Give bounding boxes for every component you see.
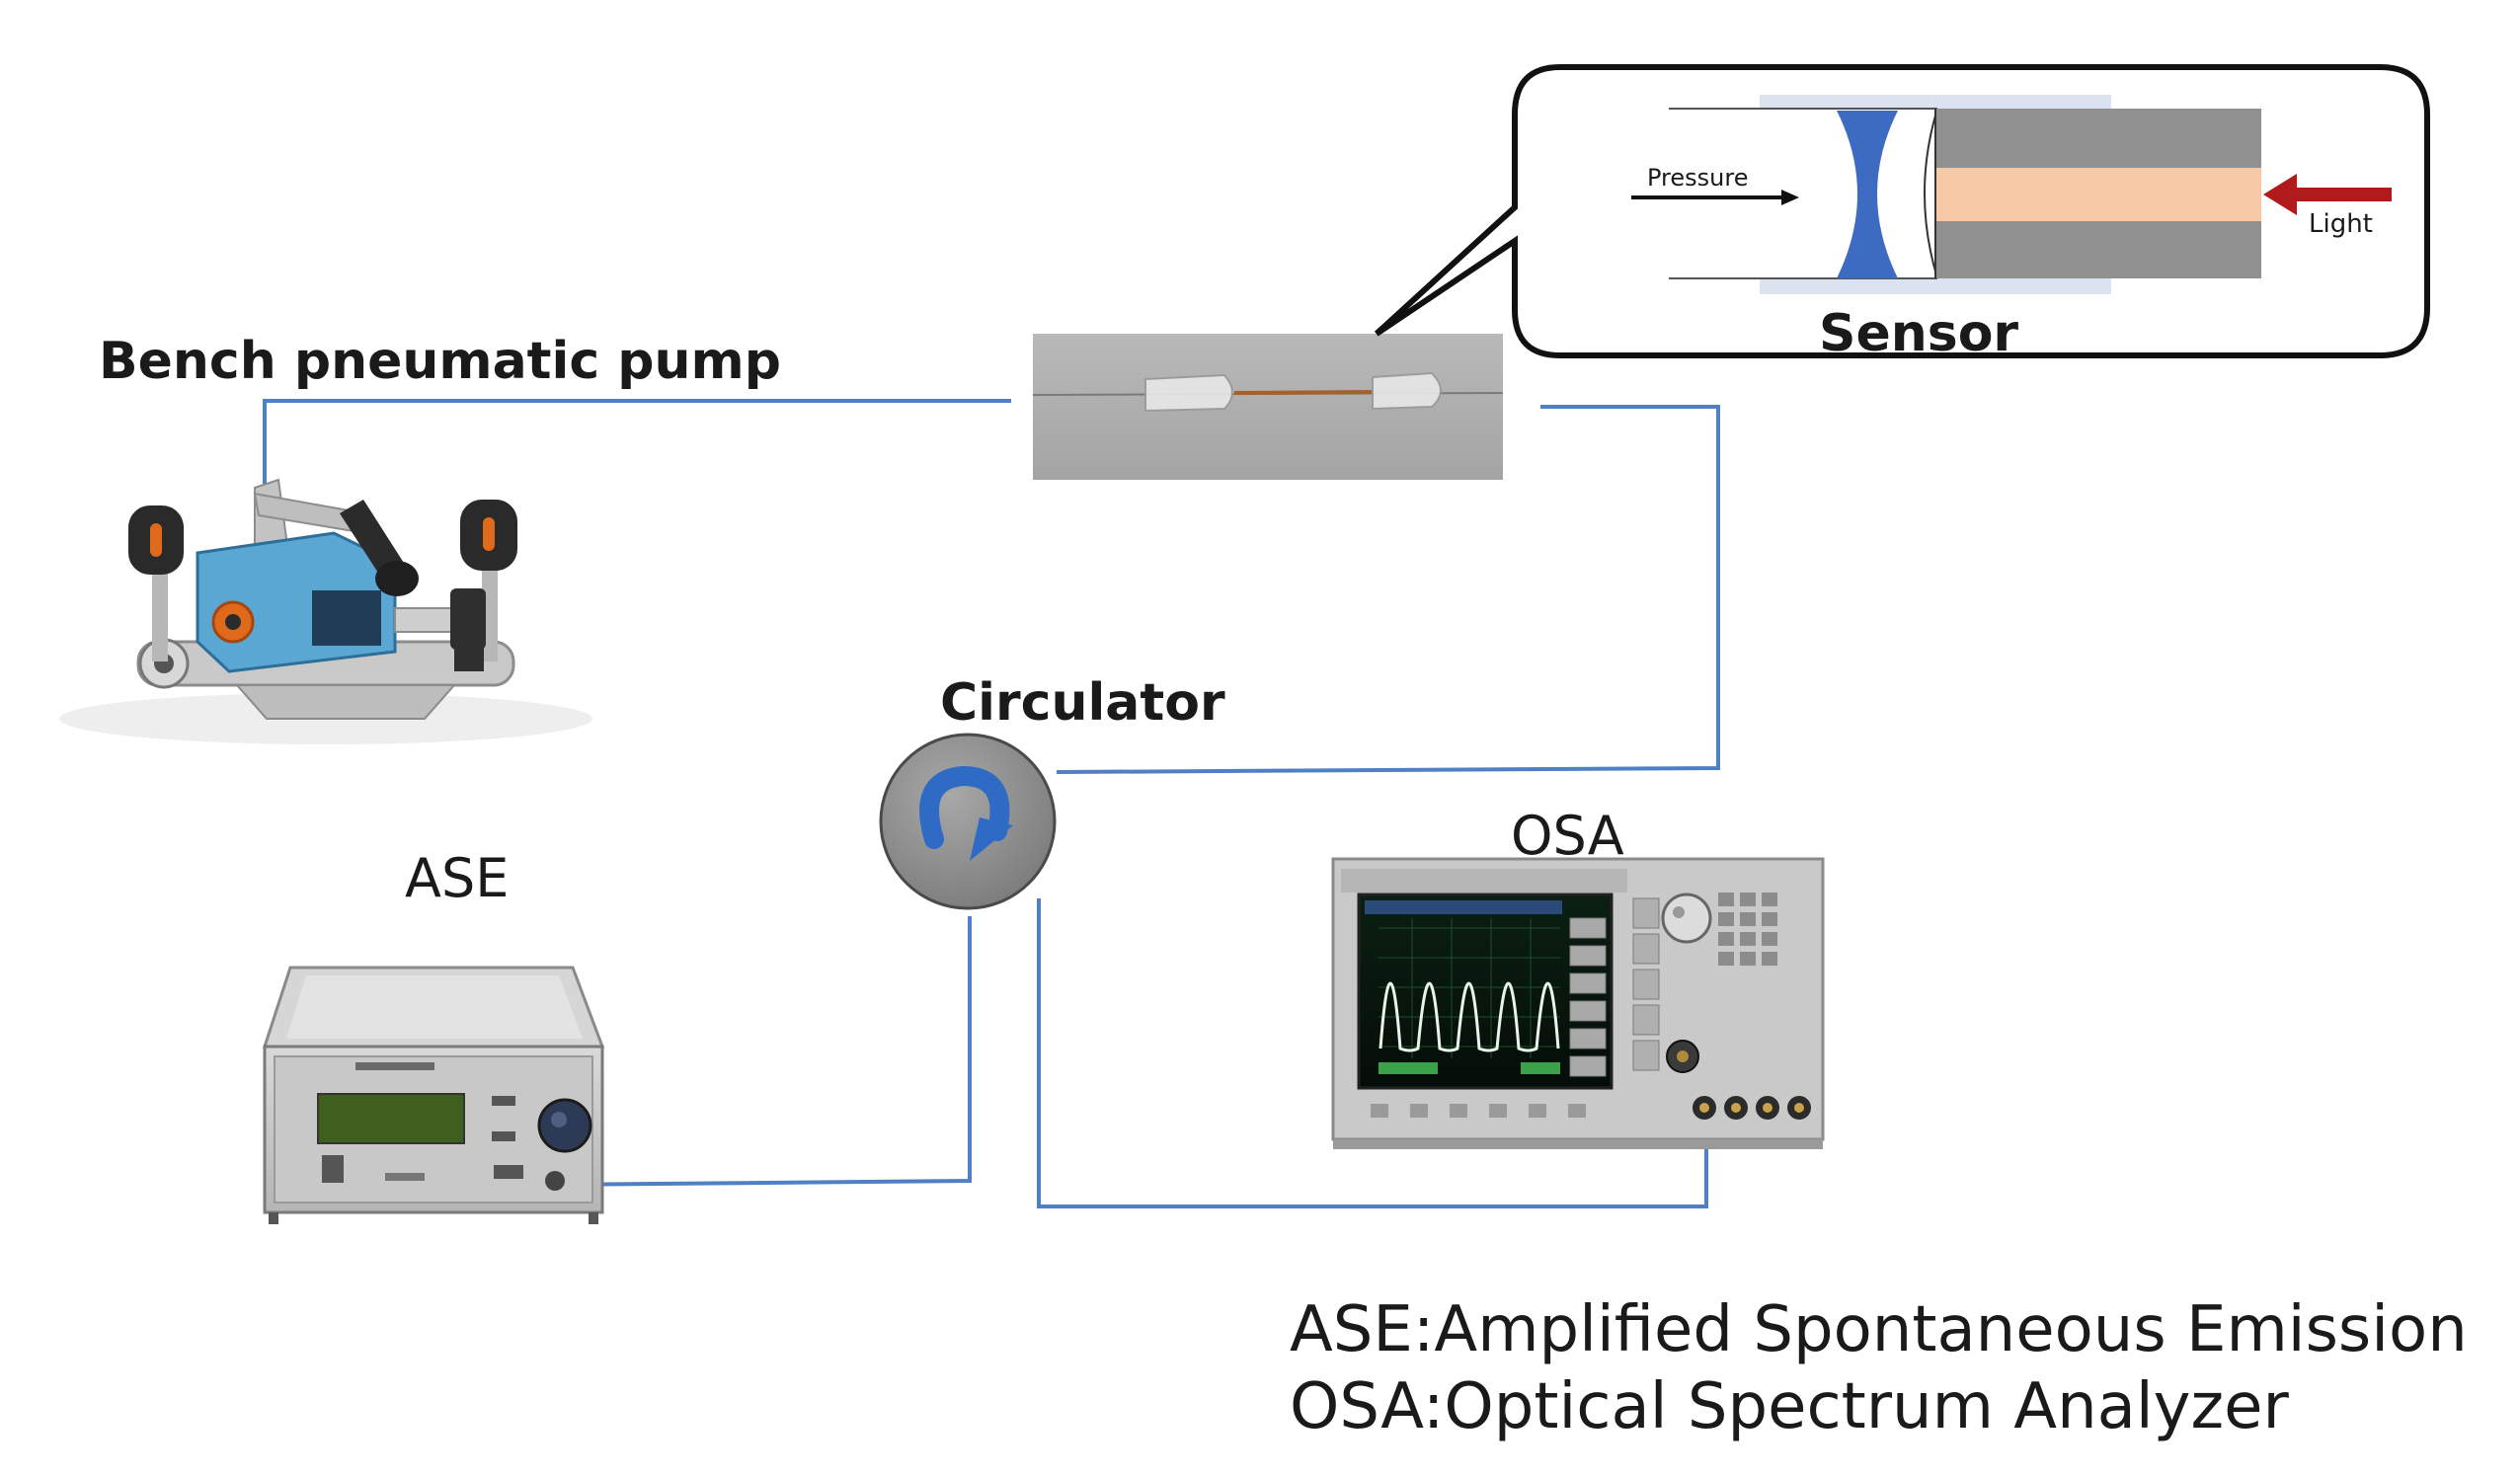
light-label: Light — [2309, 209, 2373, 239]
circulator-label: Circulator — [940, 673, 1225, 733]
osa-label: OSA — [1511, 805, 1624, 867]
sensor-callout — [1374, 64, 2430, 358]
sensor-label: Sensor — [1819, 304, 2019, 363]
fiber-ase-circulator — [552, 916, 972, 1187]
osa-device — [1331, 857, 1825, 1149]
light-arrow — [2293, 188, 2392, 201]
pump-label: Bench pneumatic pump — [99, 332, 781, 391]
sensor-photo — [1032, 334, 1504, 480]
fiber-core — [1935, 168, 2261, 221]
osa-knob — [1661, 893, 1712, 944]
legend-osa: OSA:Optical Spectrum Analyzer — [1290, 1370, 2289, 1443]
pressure-label: Pressure — [1647, 164, 1749, 192]
ase-label: ASE — [405, 847, 510, 909]
legend-ase: ASE:Amplified Spontaneous Emission — [1290, 1293, 2468, 1366]
ase-device — [262, 966, 605, 1224]
pneumatic-pump — [59, 478, 592, 744]
fiber-circulator-osa — [1037, 898, 1708, 1208]
circulator-arrow — [919, 765, 1010, 849]
circulator-device — [879, 733, 1057, 910]
osa-screen — [1357, 893, 1614, 1090]
fiber-sensor-circulator — [1056, 405, 1720, 774]
fiber-connections — [263, 399, 1720, 1208]
osa-spectrum-trace — [1378, 981, 1560, 1052]
abbreviation-legend: ASE:Amplified Spontaneous Emission OSA:O… — [1290, 1291, 2468, 1445]
fiber-pump-sensor — [263, 399, 1011, 484]
diaphragm — [1837, 111, 1898, 278]
